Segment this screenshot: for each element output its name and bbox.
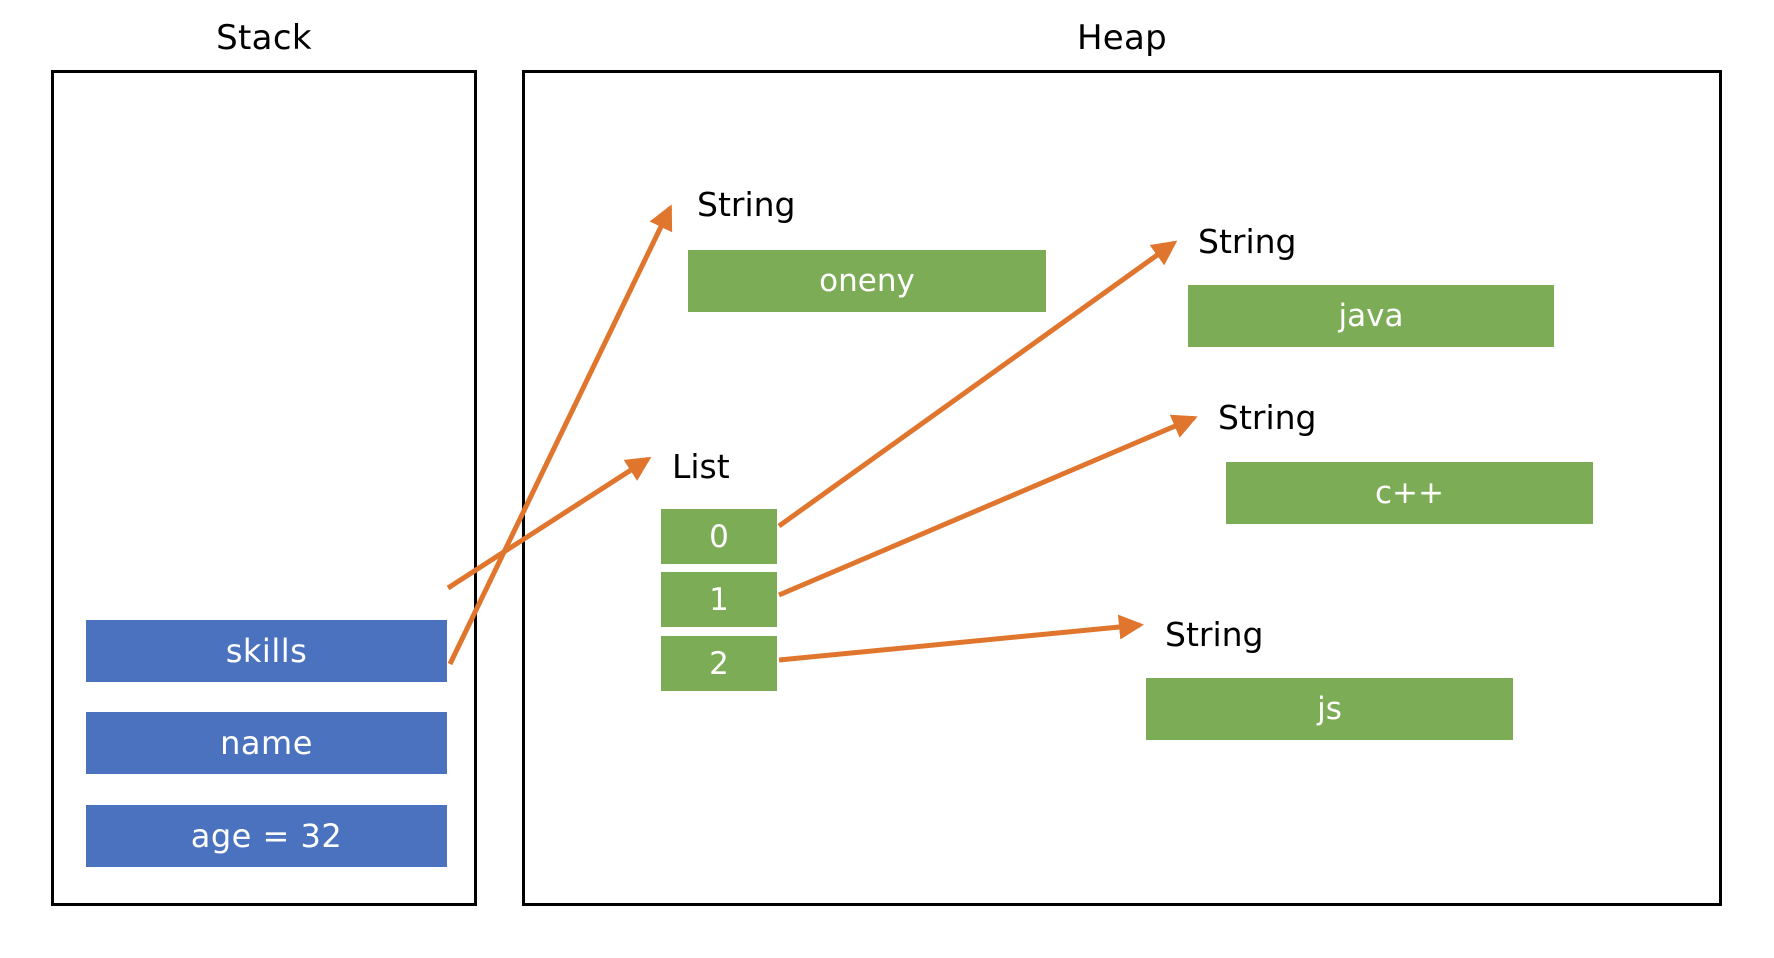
heap-object-oneny-box[interactable]: oneny xyxy=(688,250,1046,312)
heap-list-slot-2[interactable]: 2 xyxy=(661,636,777,691)
heap-object-list-type-label: List xyxy=(672,447,730,486)
heap-list-slot-0[interactable]: 0 xyxy=(661,509,777,564)
heap-object-js-type-label: String xyxy=(1165,615,1264,654)
stack-var-age-label: age = 32 xyxy=(190,817,343,855)
heap-object-java-type-label: String xyxy=(1198,222,1297,261)
heap-object-js-box[interactable]: js xyxy=(1146,678,1513,740)
heap-list-slot-1[interactable]: 1 xyxy=(661,572,777,627)
heap-list-slot-1-index: 1 xyxy=(709,581,729,618)
heap-object-cpp-value: c++ xyxy=(1375,475,1444,511)
stack-var-name-label: name xyxy=(220,724,313,762)
heap-object-oneny-value: oneny xyxy=(819,263,915,299)
stack-var-name[interactable]: name xyxy=(86,712,447,774)
heap-object-cpp-box[interactable]: c++ xyxy=(1226,462,1593,524)
heap-object-js-value: js xyxy=(1317,691,1342,727)
heap-list-slot-0-index: 0 xyxy=(709,518,729,555)
stack-var-skills-label: skills xyxy=(225,632,308,670)
heap-region-title: Heap xyxy=(1076,18,1168,58)
heap-object-cpp-type-label: String xyxy=(1218,398,1317,437)
heap-object-java-value: java xyxy=(1338,298,1404,334)
heap-list-slot-2-index: 2 xyxy=(709,645,729,682)
stack-region-title: Stack xyxy=(216,18,312,58)
heap-object-java-box[interactable]: java xyxy=(1188,285,1554,347)
stack-var-skills[interactable]: skills xyxy=(86,620,447,682)
stack-region-box xyxy=(51,70,477,906)
heap-object-oneny-type-label: String xyxy=(697,185,796,224)
stack-var-age[interactable]: age = 32 xyxy=(86,805,447,867)
